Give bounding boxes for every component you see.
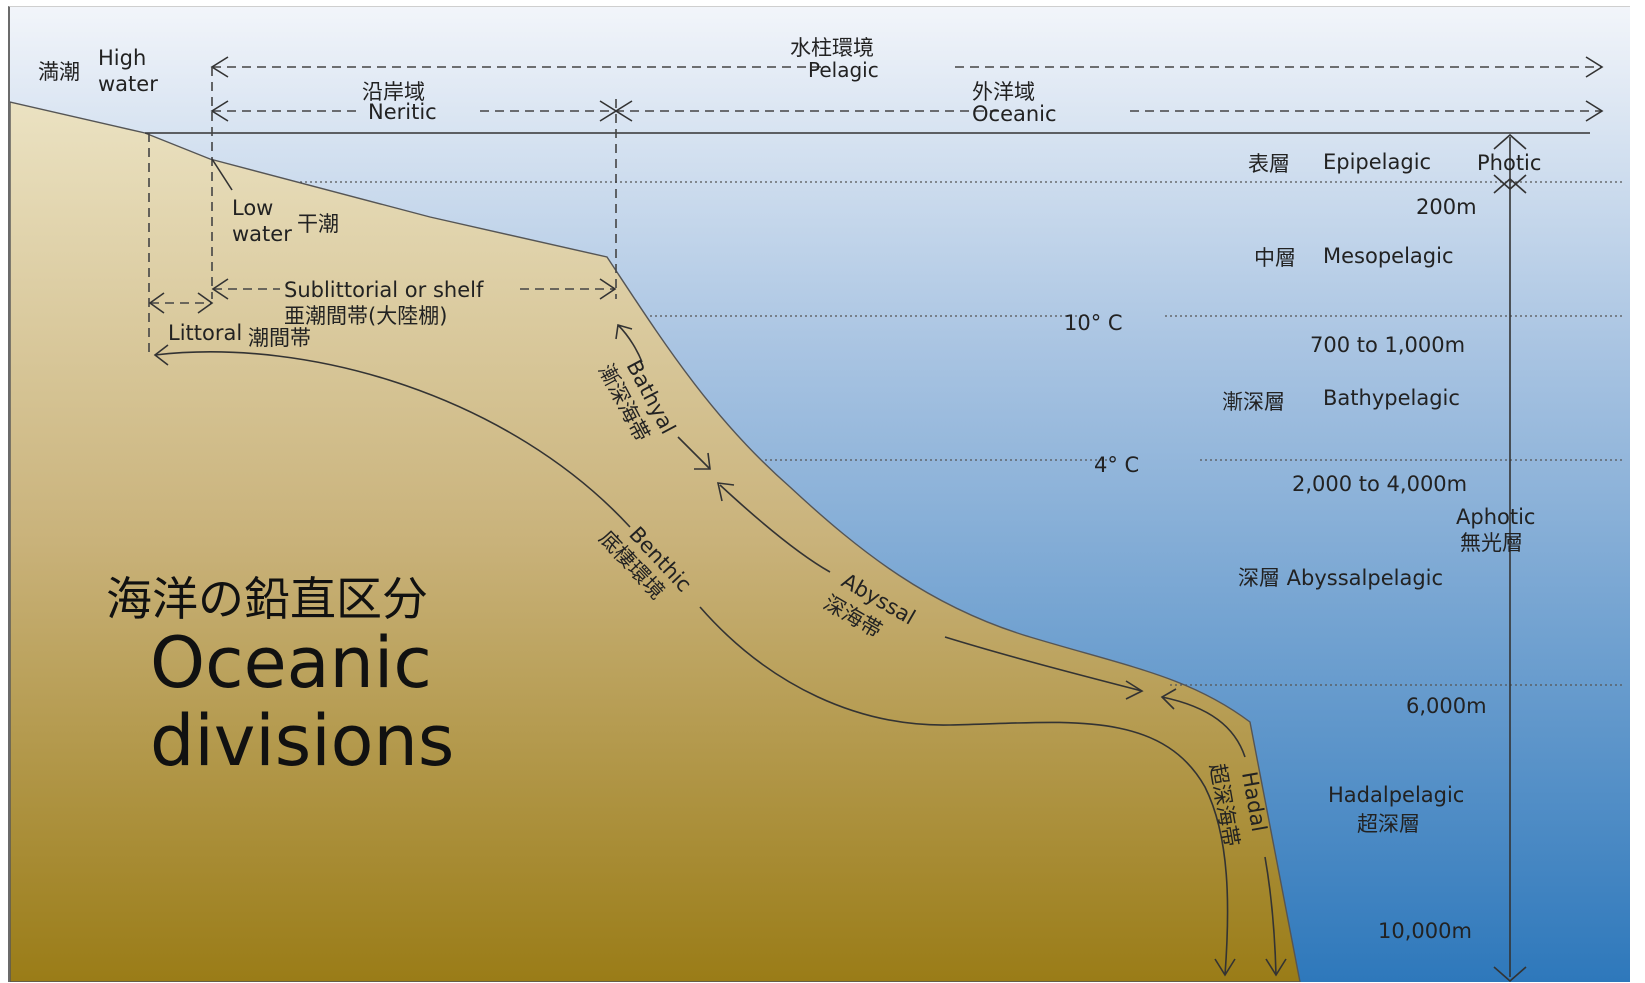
low-water-jp-label: 干潮 [297,212,339,236]
depth-200m-label: 200m [1416,195,1477,219]
neritic-jp-label: 沿岸域 [362,80,425,104]
photic-label: Photic [1477,151,1541,175]
oceanic-label: Oceanic [972,102,1057,126]
depth-700-label: 700 to 1,000m [1310,333,1465,357]
low-water-pointer [211,158,233,191]
abyssopelagic-label: 深層 Abyssalpelagic [1238,566,1443,590]
temp-10c-label: 10° C [1064,311,1123,335]
pelagic-label: Pelagic [808,58,879,82]
mesopelagic-label: Mesopelagic [1323,244,1454,268]
ocean-divisions-diagram: 満潮 High water 水柱環境 Pelagic 沿岸域 Neritic 外… [10,7,1630,982]
high-water-jp-label: 満潮 [38,60,80,84]
temp-4c-label: 4° C [1094,453,1139,477]
littoral-label: Littoral [168,321,242,345]
hadalpelagic-label: Hadalpelagic [1328,783,1464,807]
title-en-line2: divisions [150,700,454,782]
depth-2000-label: 2,000 to 4,000m [1292,472,1467,496]
littoral-arrow [148,292,214,314]
sublittoral-jp-label: 亜潮間帯(大陸棚) [284,304,447,328]
mesopelagic-jp-label: 中層 [1254,246,1296,270]
benthic-arrow [153,344,1236,977]
epipelagic-jp-label: 表層 [1248,152,1290,176]
bathypelagic-label: Bathypelagic [1323,386,1460,410]
oceanic-jp-label: 外洋域 [972,80,1035,104]
low-water-label-1: Low [232,196,273,220]
sublittoral-label: Sublittorial or shelf [284,278,484,302]
sublittoral-arrow [211,278,617,300]
bathypelagic-jp-label: 漸深層 [1222,390,1285,414]
low-water-label-2: water [232,222,292,246]
abyssal-arrow [716,482,1144,700]
littoral-jp-label: 潮間帯 [248,326,311,350]
aphotic-jp-label: 無光層 [1460,531,1523,555]
title-jp: 海洋の鉛直区分 [106,572,428,626]
hadal-arrow [1160,688,1287,977]
depth-scale [1493,133,1527,982]
diagram-frame: 満潮 High water 水柱環境 Pelagic 沿岸域 Neritic 外… [8,6,1630,982]
epipelagic-label: Epipelagic [1323,150,1431,174]
seafloor-land [10,101,1301,982]
neritic-oceanic-arrow [210,100,1604,122]
hadalpelagic-jp-label: 超深層 [1357,812,1420,836]
depth-10000-label: 10,000m [1378,919,1472,943]
bathyal-arrow [615,323,711,470]
depth-6000-label: 6,000m [1406,694,1487,718]
pelagic-jp-label: 水柱環境 [790,36,874,60]
neritic-label: Neritic [368,100,437,124]
high-water-label-2: water [98,72,158,96]
high-water-label-1: High [98,46,146,70]
aphotic-label: Aphotic [1456,505,1535,529]
title-en-line1: Oceanic [150,622,432,704]
